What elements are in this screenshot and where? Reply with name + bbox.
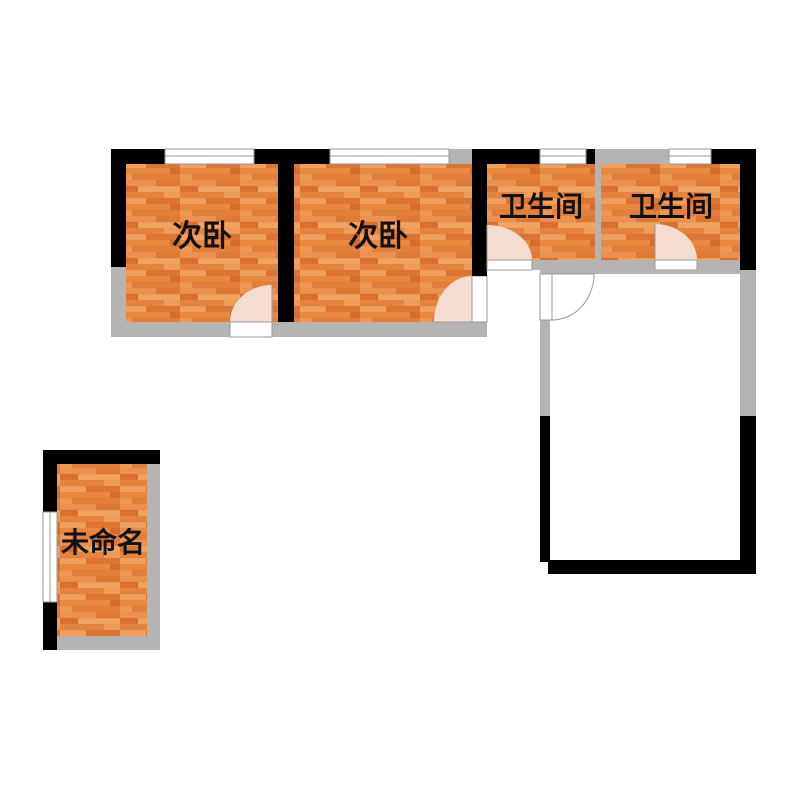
wall [548,560,756,574]
wall [540,320,550,416]
wall [472,149,487,276]
room-label: 卫生间 [629,190,713,223]
wall [111,267,126,337]
room-label: 未命名 [61,526,145,559]
wall [532,260,595,270]
wall [540,270,756,274]
wall [487,149,540,164]
room-bedroom-2: 次卧 [278,148,488,337]
wall [540,416,550,562]
wall [272,322,278,337]
door [539,273,595,321]
wall [601,260,655,270]
wall [449,149,472,164]
door [486,225,533,271]
room-label: 卫生间 [499,190,583,223]
wall [740,149,756,270]
wall [601,149,669,164]
wall [254,149,278,164]
wall [43,602,57,650]
room-floor [57,464,147,636]
wall [43,450,160,464]
wall [740,270,756,416]
room-empty [539,270,756,574]
door [654,224,698,271]
door [229,285,273,338]
wall [278,149,294,331]
window [42,511,58,603]
wall [278,322,487,337]
wall [740,416,756,562]
room-bathroom-1: 卫生间 [486,148,595,271]
room-unnamed: 未命名 [42,450,160,650]
room-bedroom-1: 次卧 [111,148,278,338]
wall [711,149,740,164]
window [668,148,712,165]
wall [147,464,160,650]
wall [595,149,601,270]
wall [294,149,330,164]
room-label: 次卧 [348,219,408,254]
wall [586,149,595,164]
room-label: 次卧 [172,219,232,254]
window [539,148,587,165]
door [434,275,488,323]
wall [43,464,57,512]
wall [697,260,740,270]
wall [111,149,126,267]
wall [57,636,160,650]
window [329,148,450,165]
wall [111,149,165,164]
wall [111,322,230,337]
room-bathroom-2: 卫生间 [601,148,756,271]
window [164,148,255,165]
